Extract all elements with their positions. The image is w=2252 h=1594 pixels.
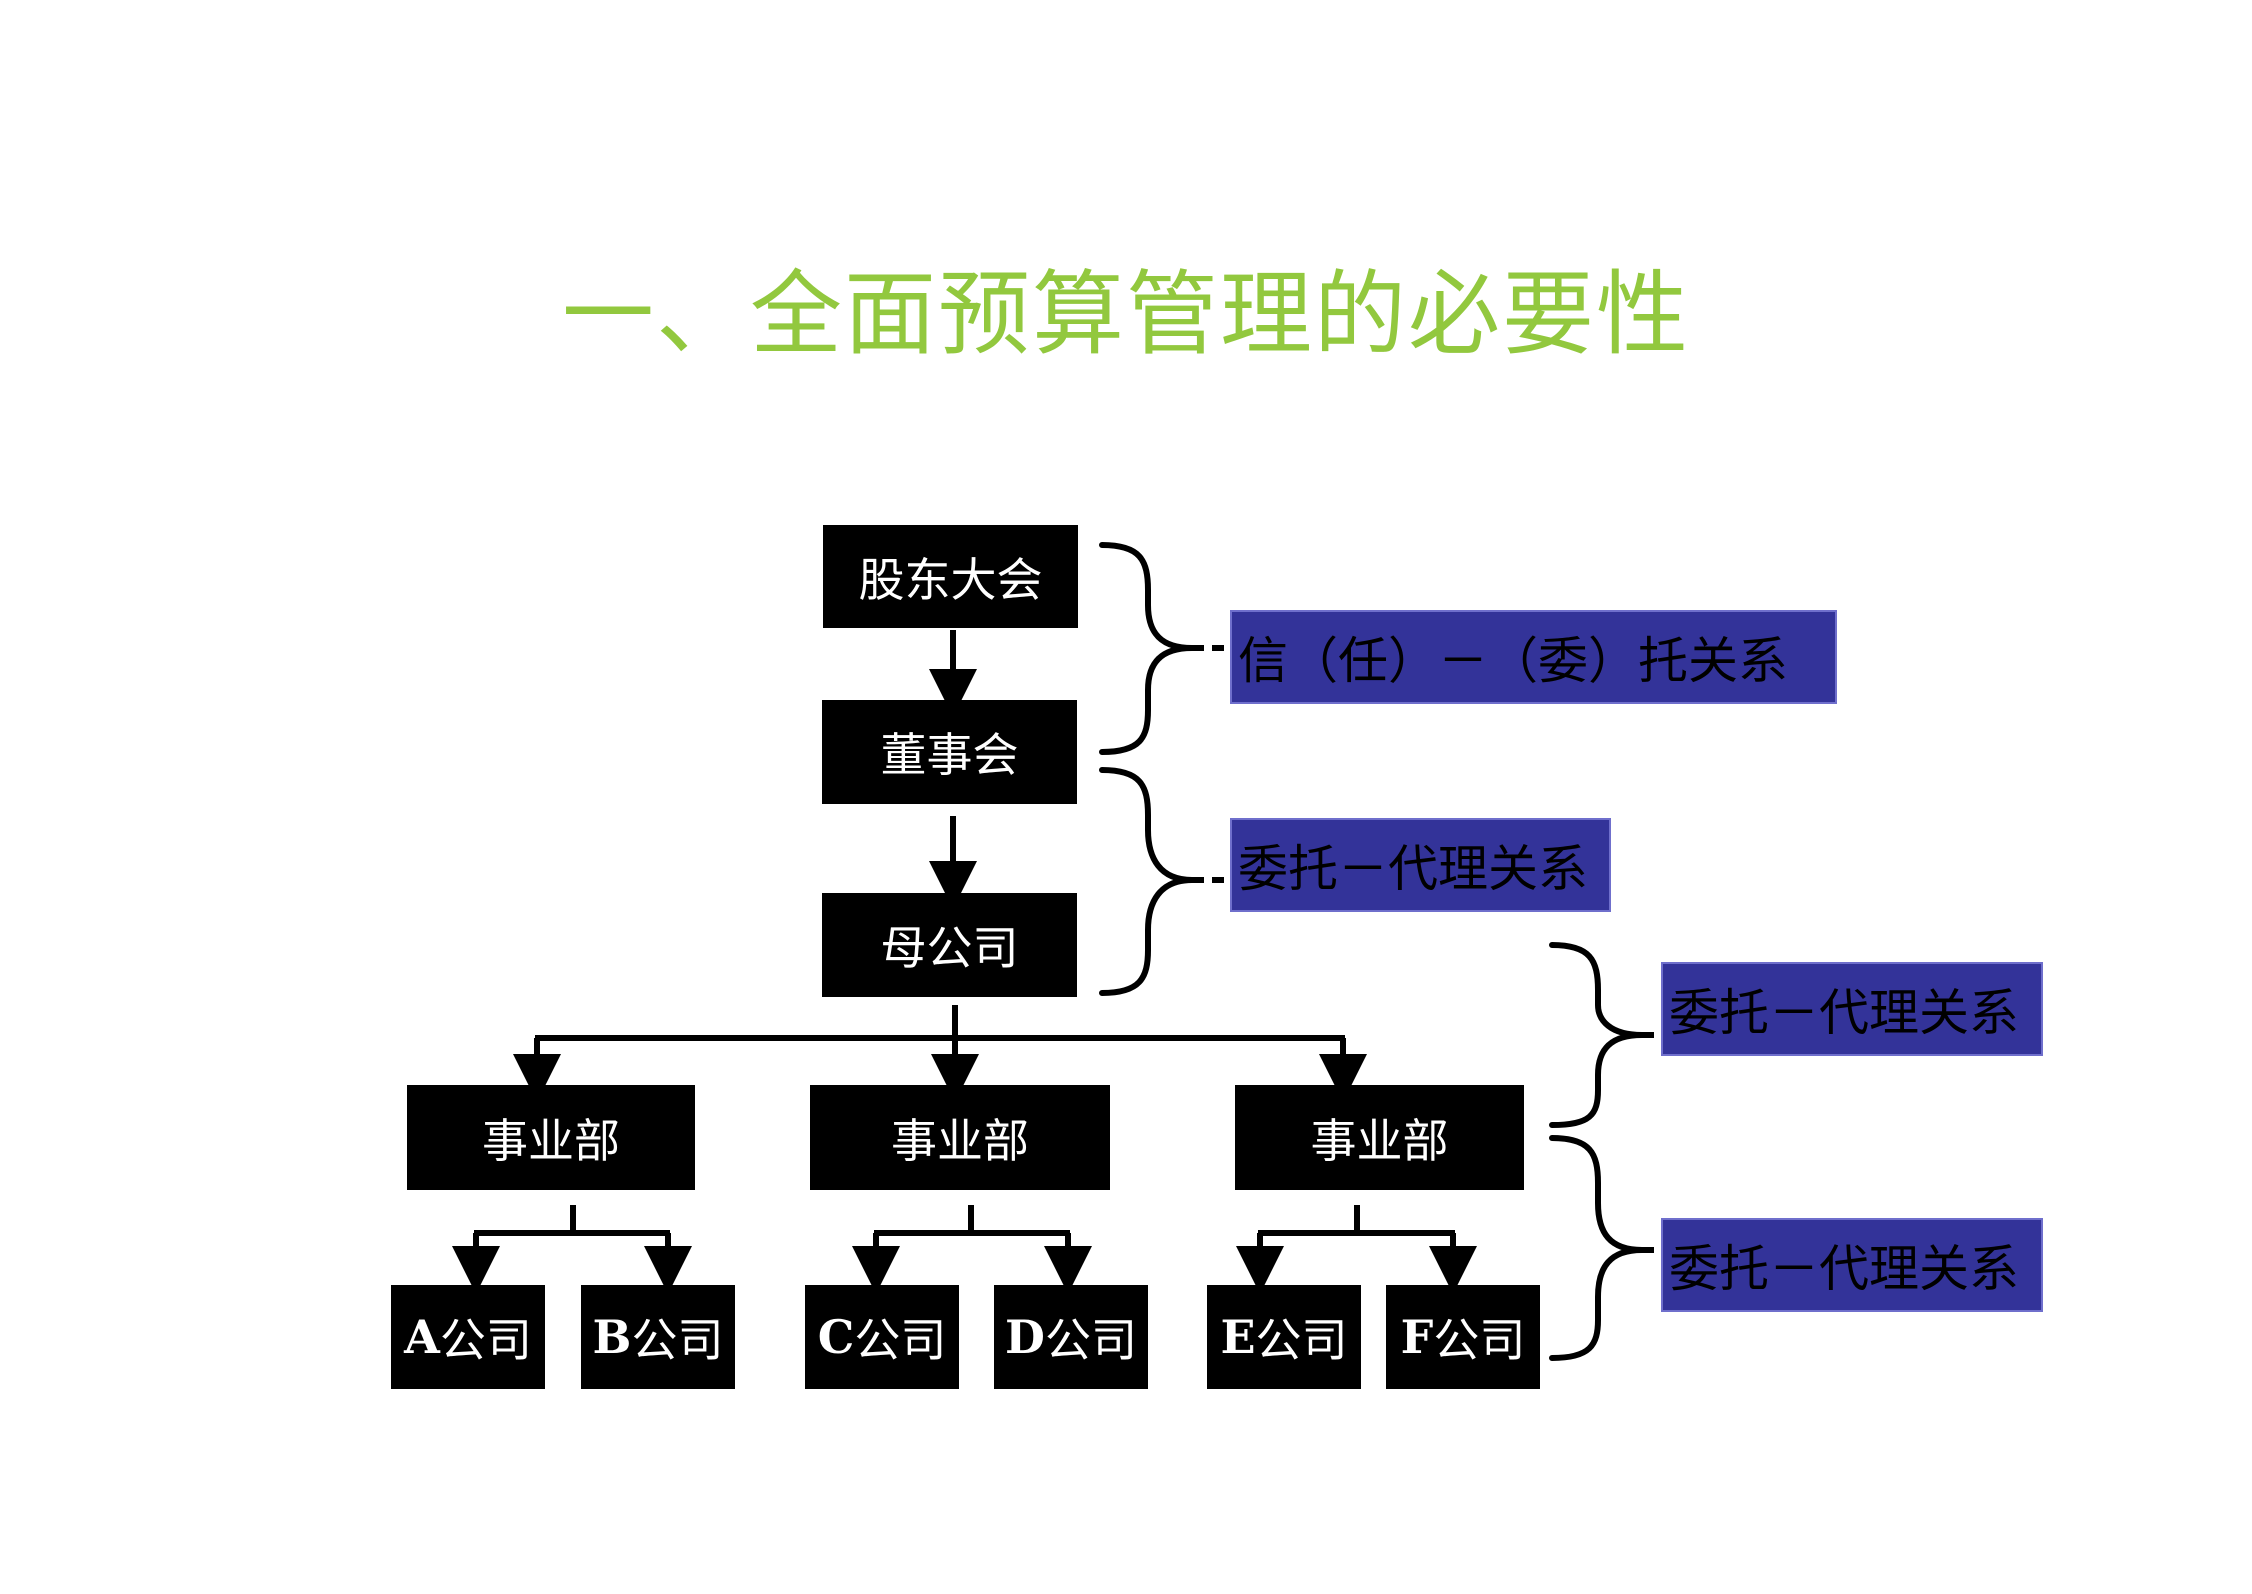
page-title: 一、全面预算管理的必要性	[561, 261, 1690, 368]
company-letter: A	[404, 1310, 440, 1364]
company-suffix: 公司	[1044, 1313, 1137, 1367]
brace-2	[1099, 767, 1193, 996]
brace-1	[1099, 542, 1193, 755]
relation-trust: 信（任）－（委）托关系	[1230, 610, 1837, 704]
company-suffix: 公司	[631, 1313, 724, 1367]
company-suffix: 公司	[439, 1313, 532, 1367]
node-parent: 母公司	[822, 893, 1077, 997]
relation-agency-1: 委托－代理关系	[1230, 818, 1611, 912]
node-division-1: 事业部	[407, 1085, 695, 1190]
node-board: 董事会	[822, 700, 1077, 804]
company-suffix: 公司	[1433, 1313, 1526, 1367]
node-division-2: 事业部	[810, 1085, 1110, 1190]
relation-agency-3: 委托－代理关系	[1661, 1218, 2043, 1312]
company-letter: E	[1220, 1310, 1256, 1364]
brace-4	[1549, 1135, 1643, 1361]
company-suffix: 公司	[854, 1313, 947, 1367]
company-suffix: 公司	[1255, 1313, 1348, 1367]
node-division-3: 事业部	[1235, 1085, 1524, 1190]
node-shareholders: 股东大会	[823, 525, 1078, 628]
relation-agency-2: 委托－代理关系	[1661, 962, 2043, 1056]
company-letter: D	[1005, 1310, 1045, 1364]
company-letter: C	[817, 1310, 855, 1364]
company-letter: F	[1400, 1310, 1434, 1364]
company-letter: B	[592, 1310, 632, 1364]
brace-3	[1549, 942, 1643, 1128]
